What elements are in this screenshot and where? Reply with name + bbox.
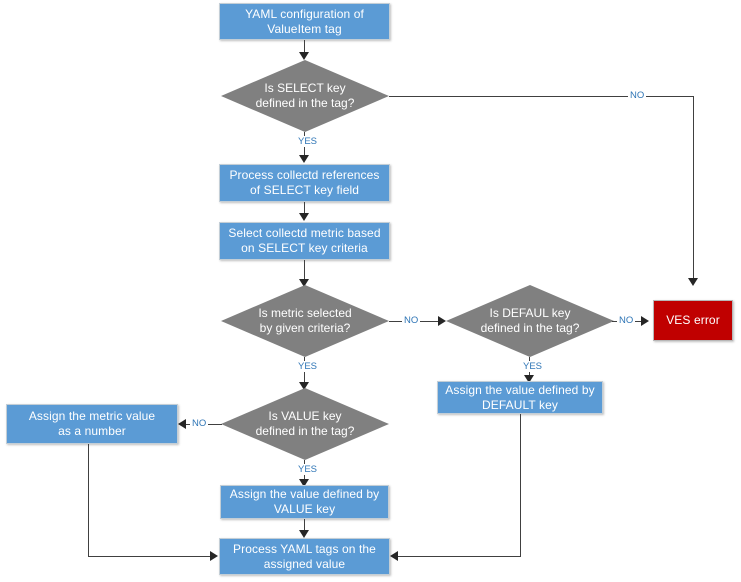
node-assign-default[interactable]: Assign the value defined by DEFAULT key bbox=[437, 381, 603, 414]
connector-select-no-horizontal bbox=[389, 96, 694, 97]
arrowhead-select-no bbox=[688, 278, 698, 286]
node-assign-value-label: Assign the value defined by VALUE key bbox=[229, 487, 380, 516]
connector-select-no-vertical bbox=[693, 96, 694, 279]
node-defaul-decision-label: Is DEFAUL key defined in the tag? bbox=[480, 306, 580, 335]
node-process-yaml[interactable]: Process YAML tags on the assigned value bbox=[219, 538, 390, 575]
edge-label-value-no: NO bbox=[190, 418, 209, 429]
connector-assign-default-down bbox=[520, 414, 521, 557]
node-select-decision-label: Is SELECT key defined in the tag? bbox=[255, 81, 355, 110]
connector-start-to-select bbox=[304, 40, 305, 54]
arrowhead-assign-value-to-yaml bbox=[299, 530, 309, 538]
arrowhead-defaul-no bbox=[641, 316, 649, 326]
arrowhead-metric-to-decision bbox=[299, 279, 309, 287]
node-ves-error-label: VES error bbox=[666, 313, 720, 327]
node-assign-number-label: Assign the metric value as a number bbox=[28, 409, 156, 438]
connector-assign-number-down bbox=[88, 444, 89, 557]
node-process-references-label: Process collectd references of SELECT ke… bbox=[229, 168, 380, 197]
arrowhead-refs-to-select-metric bbox=[299, 213, 309, 221]
connector-assign-default-left bbox=[398, 556, 521, 557]
arrowhead-start-to-select bbox=[299, 52, 309, 60]
connector-refs-to-select-metric bbox=[304, 202, 305, 216]
edge-label-metric-yes: YES bbox=[296, 361, 320, 372]
connector-assign-value-to-yaml bbox=[304, 519, 305, 533]
node-select-decision[interactable]: Is SELECT key defined in the tag? bbox=[221, 60, 389, 132]
node-process-references[interactable]: Process collectd references of SELECT ke… bbox=[219, 164, 390, 202]
node-metric-decision[interactable]: Is metric selected by given criteria? bbox=[221, 285, 389, 357]
node-value-decision-label: Is VALUE key defined in the tag? bbox=[255, 409, 355, 438]
node-assign-value[interactable]: Assign the value defined by VALUE key bbox=[220, 485, 389, 519]
arrowhead-select-yes bbox=[299, 155, 309, 163]
connector-assign-number-right bbox=[88, 556, 212, 557]
arrowhead-defaul-yes bbox=[524, 375, 534, 383]
node-start-label: YAML configuration of ValueItem tag bbox=[245, 6, 364, 36]
edge-label-defaul-no: NO bbox=[617, 315, 636, 326]
edge-label-select-yes: YES bbox=[296, 136, 320, 147]
edge-label-select-no: NO bbox=[628, 90, 647, 101]
arrowhead-assign-default-into-yaml bbox=[390, 551, 398, 561]
node-metric-decision-label: Is metric selected by given criteria? bbox=[258, 306, 352, 335]
node-start[interactable]: YAML configuration of ValueItem tag bbox=[219, 3, 390, 40]
node-select-metric[interactable]: Select collectd metric based on SELECT k… bbox=[219, 222, 390, 260]
arrowhead-metric-yes bbox=[299, 382, 309, 390]
edge-label-value-yes: YES bbox=[296, 464, 320, 475]
node-defaul-decision[interactable]: Is DEFAUL key defined in the tag? bbox=[446, 285, 614, 357]
node-process-yaml-label: Process YAML tags on the assigned value bbox=[233, 541, 376, 571]
edge-label-metric-no: NO bbox=[402, 315, 421, 326]
arrowhead-metric-no bbox=[438, 316, 446, 326]
node-assign-number[interactable]: Assign the metric value as a number bbox=[6, 404, 178, 444]
arrowhead-assign-number-into-yaml bbox=[210, 551, 218, 561]
node-ves-error[interactable]: VES error bbox=[653, 300, 733, 341]
node-select-metric-label: Select collectd metric based on SELECT k… bbox=[228, 226, 381, 255]
connector-metric-to-decision bbox=[304, 260, 305, 282]
node-value-decision[interactable]: Is VALUE key defined in the tag? bbox=[221, 388, 389, 460]
arrowhead-value-no bbox=[178, 419, 186, 429]
node-assign-default-label: Assign the value defined by DEFAULT key bbox=[445, 382, 595, 412]
edge-label-defaul-yes: YES bbox=[521, 361, 545, 372]
arrowhead-value-yes bbox=[299, 479, 309, 487]
